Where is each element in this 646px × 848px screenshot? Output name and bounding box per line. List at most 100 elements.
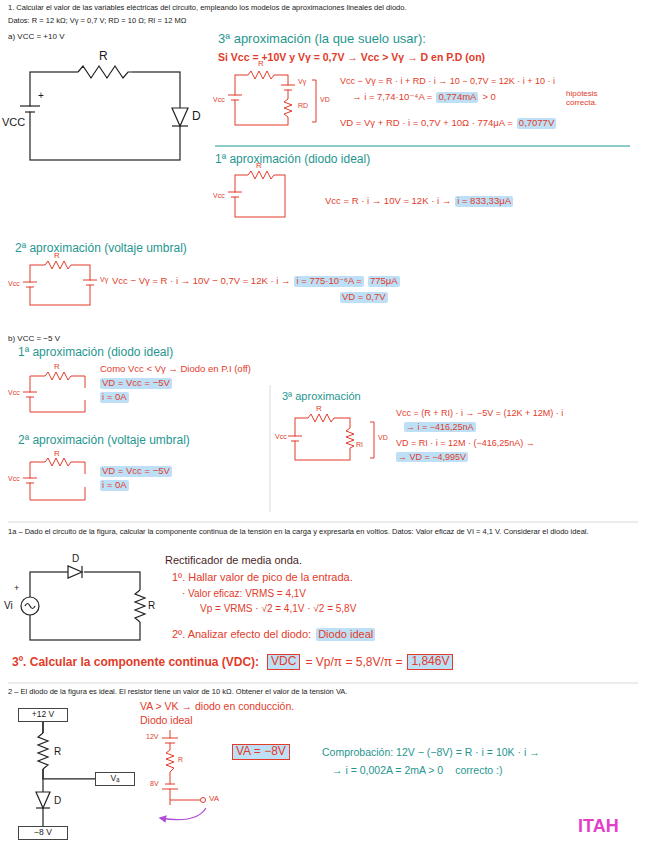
handwritten-note: 2ª aproximación (voltaje umbral) <box>15 242 187 256</box>
mini-circuit <box>281 85 295 86</box>
mini-circuit <box>280 86 296 90</box>
handwritten-note: Vp = VRMS · √2 = 4,1V · √2 = 5,8V <box>200 603 356 615</box>
mini-circuit <box>170 800 200 801</box>
rectifier-circuit <box>30 572 140 640</box>
separator-lines <box>8 522 638 523</box>
handwritten-note: 3ª aproximación (la que suelo usar): <box>218 32 426 47</box>
divider-components <box>36 733 50 808</box>
rectifier-circuit <box>21 566 146 640</box>
handwritten-note: D <box>192 110 201 124</box>
handwritten-note: ITAH <box>578 816 619 837</box>
result-box: VA = −8V <box>232 744 290 760</box>
handwritten-note: Rectificador de media onda. <box>165 554 302 567</box>
mini-circuit <box>22 393 38 397</box>
rectifier-circuit <box>25 604 35 609</box>
handwritten-note: Comprobación: 12V − (−8V) = R · i = 10K … <box>322 746 540 758</box>
highlighted-result: 0,774mA <box>436 92 478 103</box>
handwritten-note: Diodo ideal <box>140 714 193 726</box>
handwritten-note: Vcc <box>8 475 20 483</box>
loop-arrow <box>160 808 206 820</box>
rectifier-circuit <box>21 597 39 615</box>
handwritten-note: VD <box>320 96 330 104</box>
handwritten-note: R <box>54 251 60 260</box>
handwritten-note: Vcc = (R + RI) · i → −5V = (12K + 12M) ·… <box>396 408 563 418</box>
highlighted-result: → i = −416,25nA <box>404 422 476 432</box>
handwritten-note: VD = Vγ + RD · i = 0,7V + 10Ω · 774μA = <box>340 118 513 129</box>
mini-circuit <box>166 750 174 772</box>
mini-circuit <box>283 99 293 117</box>
handwritten-note: RI <box>356 441 363 449</box>
mini-circuit <box>312 80 316 122</box>
mini-circuit <box>346 428 354 448</box>
mini-circuit <box>231 100 239 101</box>
rectifier-circuit <box>135 590 145 622</box>
handwritten-note: Vcc <box>213 192 225 200</box>
series-circuit <box>25 111 35 112</box>
mini-circuit <box>235 75 288 125</box>
box-text: VA = −8V <box>236 745 286 759</box>
box-text: 1,846V <box>411 655 449 669</box>
handwritten-note: R <box>148 600 155 612</box>
handwritten-note: Vcc <box>213 96 225 104</box>
highlighted-result: i = 0A <box>100 392 129 403</box>
handwritten-note: → i = 0,002A = 2mA > 0 <box>332 764 443 776</box>
handwritten-note: R <box>54 746 61 758</box>
handwritten-note: Como Vcc < Vγ → Diodo en P.I (off) <box>100 364 251 375</box>
divider-components <box>37 792 49 808</box>
handwritten-note: + <box>14 583 19 593</box>
mini-circuit <box>83 280 97 281</box>
highlighted-result: Diodo ideal <box>316 628 375 641</box>
handwritten-note: Vcc − Vγ = R · i + RD · i → 10 − 0,7V = … <box>340 76 555 86</box>
mini-circuit <box>231 197 239 198</box>
handwritten-note: Vcc = R · i → 10V = 12K · i → <box>325 196 451 207</box>
handwritten-note: R <box>54 449 60 458</box>
handwritten-note: Vγ <box>100 276 108 284</box>
divider-components <box>36 792 50 808</box>
series-circuit <box>78 66 132 78</box>
handwritten-note: → i = 7,74·10⁻⁴A = <box>352 92 432 103</box>
handwritten-note: = Vp/π = 5,8V/π = <box>305 656 402 670</box>
mini-circuit <box>165 743 175 744</box>
mini-circuit <box>45 371 71 381</box>
result-box: VDC <box>267 654 300 670</box>
mini-circuit <box>45 372 71 380</box>
separator-lines <box>8 683 638 684</box>
highlighted-result: 775μA <box>368 276 400 287</box>
box-text: +12 V <box>19 710 67 720</box>
mini-circuit <box>291 441 299 442</box>
handwritten-note: 2º. Analizar efecto del diodo: <box>172 628 311 641</box>
mini-circuit <box>162 738 178 739</box>
divider-components <box>36 807 50 808</box>
mini-circuit <box>284 90 292 91</box>
rectifier-circuit <box>81 566 82 578</box>
box-text: VDC <box>271 655 296 669</box>
handwritten-note: 12V <box>146 733 158 741</box>
mini-circuit <box>22 479 38 483</box>
mini-circuit <box>30 265 90 305</box>
handwritten-note: 1. Calcular el valor de las variables el… <box>8 4 407 13</box>
box-text: Vₐ <box>96 774 134 784</box>
mini-circuit <box>345 428 355 448</box>
mini-circuit <box>26 287 34 288</box>
highlighted-result: i = 775·10⁻⁶A = <box>294 276 363 287</box>
mini-circuit <box>227 96 243 100</box>
series-circuit <box>20 105 40 106</box>
handwritten-note: VD = RI · i = 12M · (−416,25nA) → <box>396 438 535 448</box>
handwritten-note: 2ª aproximación (voltaje umbral) <box>18 434 190 448</box>
mini-circuit <box>23 392 37 393</box>
handwritten-note: Vγ <box>298 78 306 86</box>
voltage-box: Vₐ <box>95 772 135 786</box>
mini-circuit <box>284 99 292 117</box>
box-text: −8 V <box>19 828 67 838</box>
mini-circuit <box>248 170 274 180</box>
rectifier-circuit <box>68 566 84 578</box>
highlighted-result: 0,7077V <box>517 118 556 129</box>
mini-circuit <box>201 798 206 803</box>
loop-arrow <box>160 808 206 820</box>
highlighted-result: VD = 0,7V <box>340 292 388 303</box>
handwritten-note: a) VCC = +10 V <box>8 32 64 41</box>
mini-circuit <box>228 192 242 193</box>
highlighted-result: VD = Vcc = −5V <box>100 378 172 389</box>
mini-circuit <box>308 414 334 422</box>
mini-circuit <box>288 436 302 437</box>
